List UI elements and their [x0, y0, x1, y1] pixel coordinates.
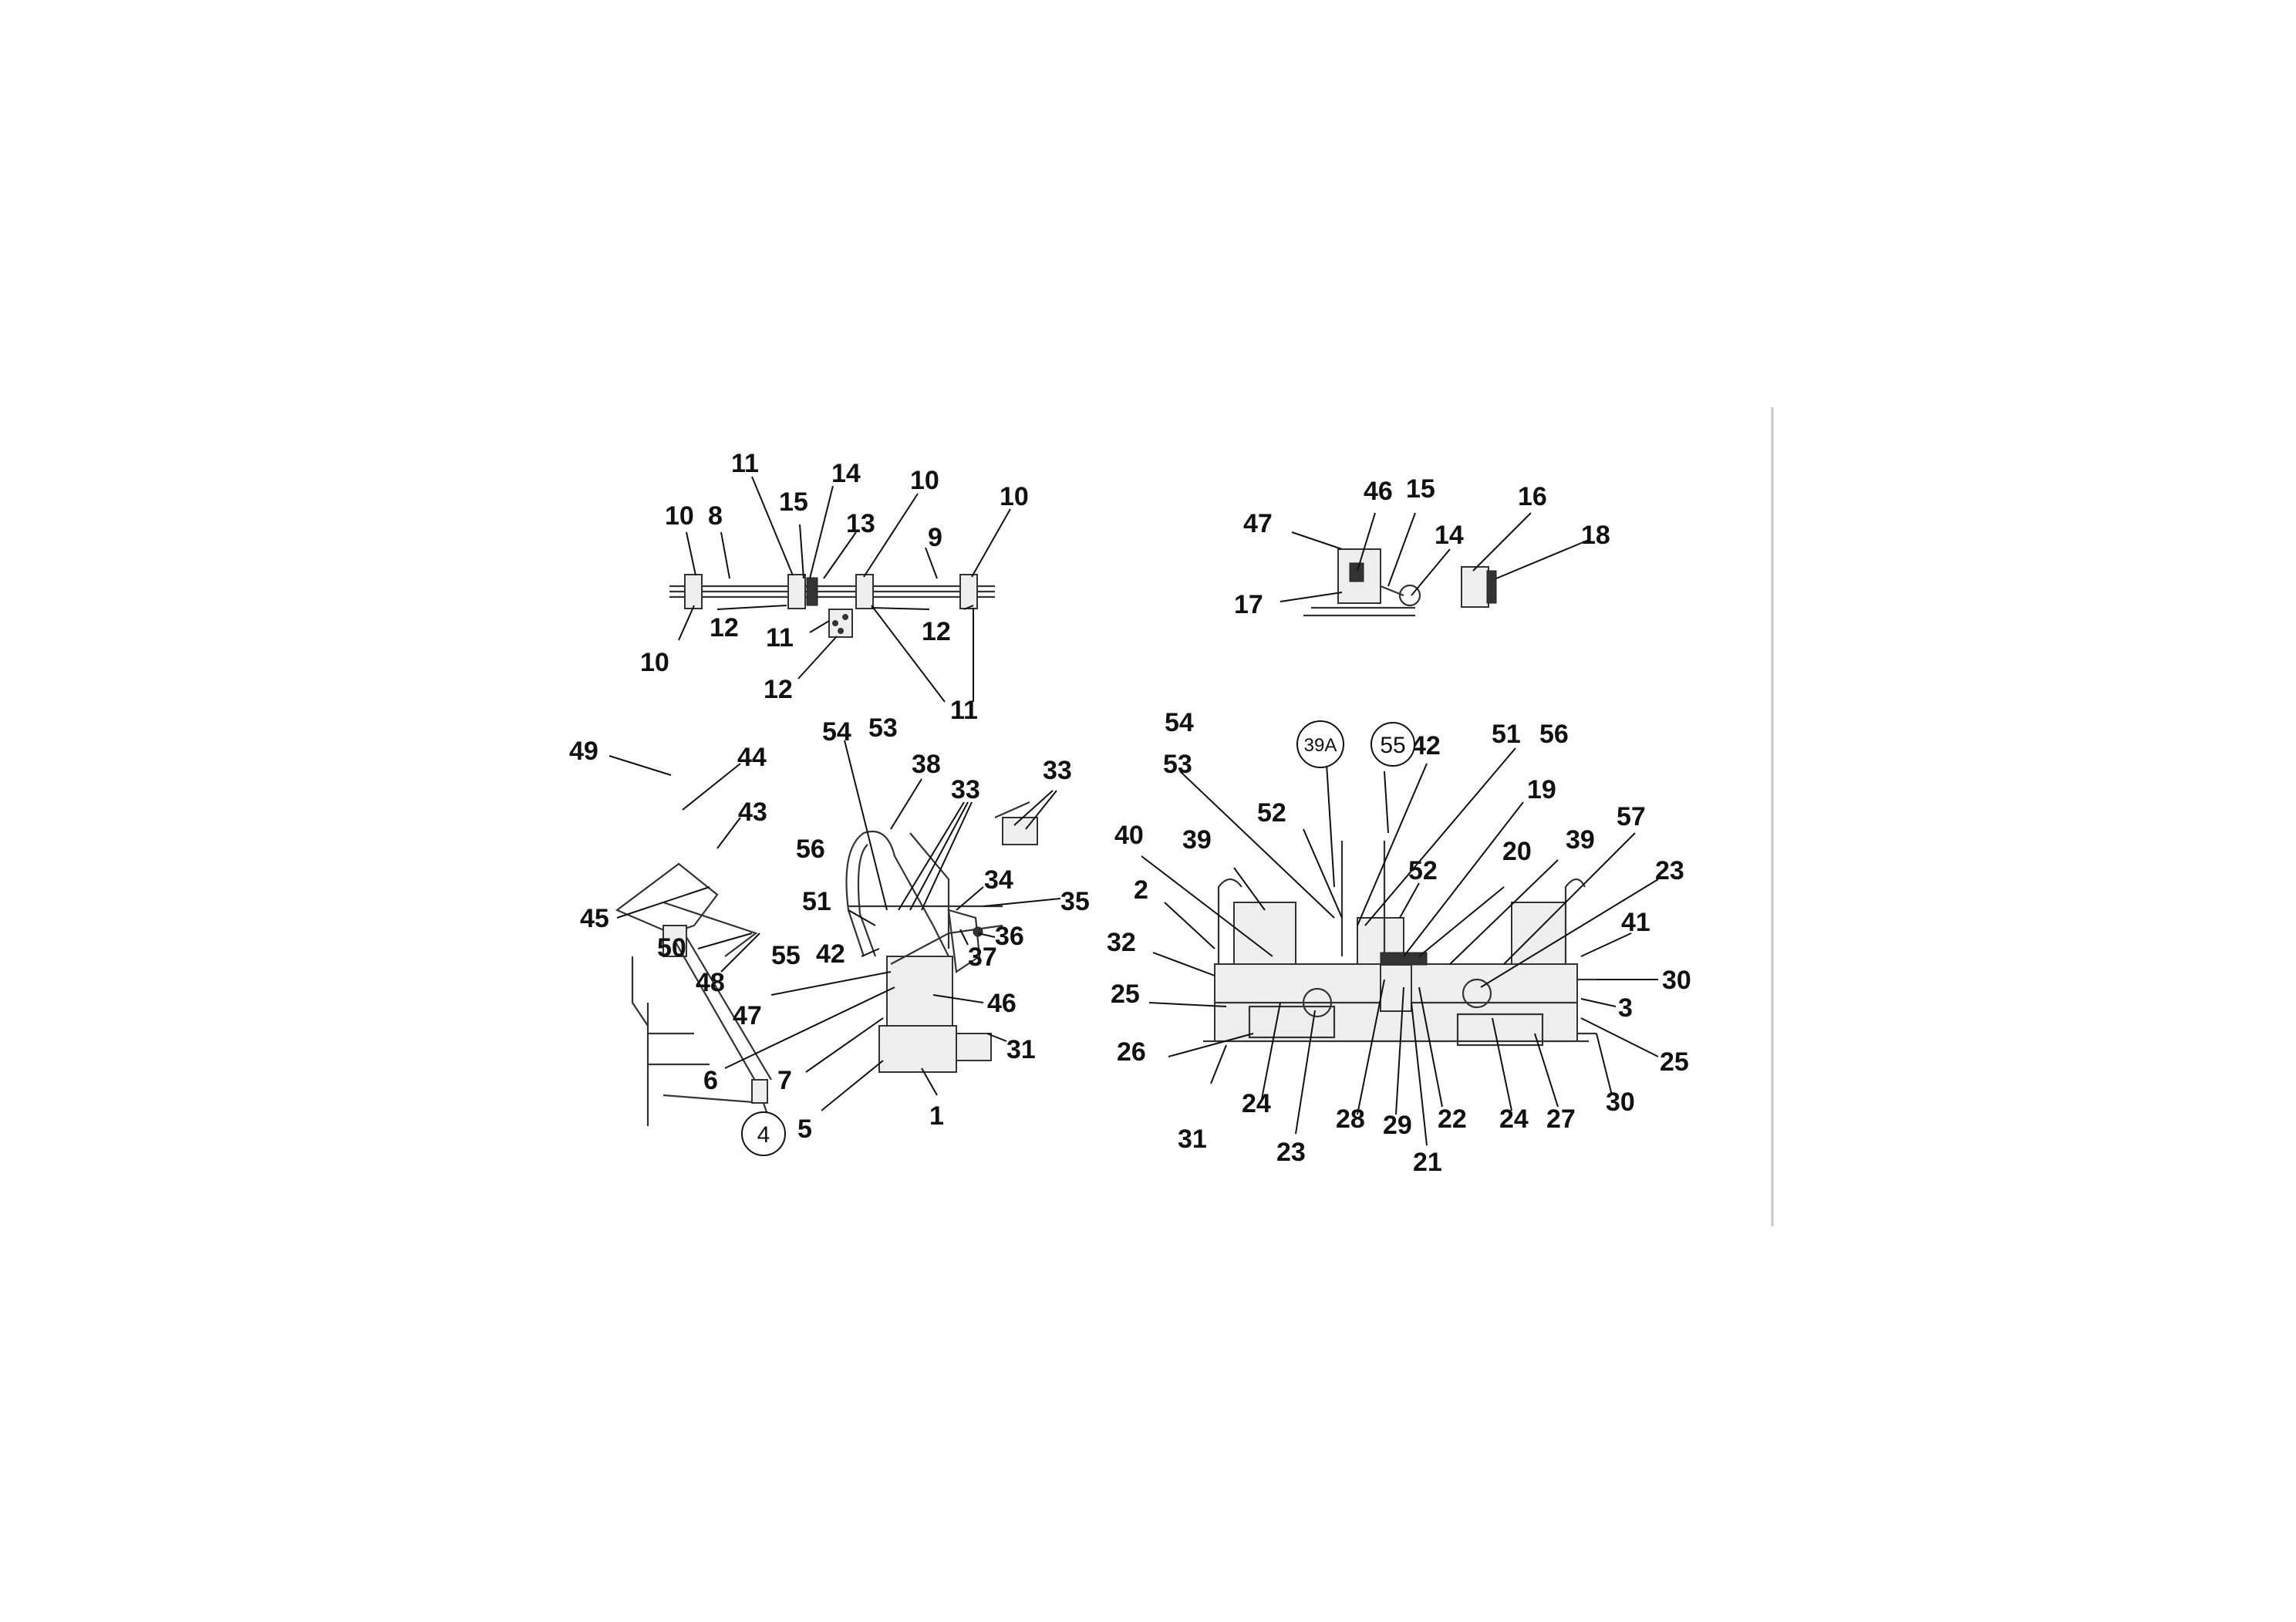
callout: 37 — [968, 943, 997, 972]
callout: 17 — [1234, 590, 1263, 619]
callout: 33 — [1043, 756, 1072, 785]
callout: 32 — [1107, 928, 1136, 957]
callout: 3 — [1618, 993, 1633, 1023]
callout: 21 — [1413, 1148, 1442, 1177]
callout: 56 — [1539, 720, 1569, 749]
callout: 31 — [1006, 1035, 1036, 1064]
callout-labels: 10 8 11 15 14 13 10 9 10 12 11 12 12 11 … — [569, 449, 1691, 1177]
callout: 38 — [912, 750, 941, 779]
callout: 52 — [1257, 798, 1286, 828]
circled-callout-55: 55 — [1380, 733, 1405, 758]
center-frame-assembly — [845, 801, 1038, 1073]
callout: 34 — [984, 865, 1013, 895]
callout: 13 — [846, 509, 875, 538]
callout: 5 — [797, 1114, 812, 1144]
callout: 14 — [831, 459, 861, 488]
callout: 53 — [868, 713, 898, 743]
callout: 24 — [1499, 1104, 1529, 1134]
callout: 43 — [738, 798, 767, 827]
callout: 15 — [1406, 474, 1435, 504]
callout: 33 — [951, 775, 980, 804]
callout: 39 — [1182, 825, 1212, 855]
callout: 7 — [777, 1066, 792, 1095]
drive-subassembly — [1303, 548, 1497, 617]
callout: 12 — [764, 675, 793, 704]
callout: 46 — [1364, 477, 1393, 506]
callout: 47 — [733, 1001, 762, 1030]
callout: 23 — [1276, 1138, 1306, 1167]
callout: 56 — [796, 835, 825, 864]
callout: 49 — [569, 737, 598, 766]
callout: 25 — [1111, 980, 1140, 1009]
circled-callouts: 4 39A 55 — [741, 720, 1415, 1156]
callout: 39 — [1566, 825, 1595, 855]
callout: 51 — [802, 887, 831, 916]
callout: 10 — [1000, 482, 1029, 511]
callout: 8 — [708, 501, 723, 531]
callout: 53 — [1163, 750, 1192, 779]
callout: 35 — [1060, 887, 1090, 916]
callout: 11 — [731, 449, 759, 478]
leader-lines — [609, 476, 1659, 1146]
callout: 30 — [1606, 1088, 1635, 1117]
callout: 47 — [1243, 509, 1273, 538]
callout: 6 — [703, 1066, 718, 1095]
callout: 41 — [1621, 908, 1650, 937]
callout: 36 — [995, 922, 1024, 951]
callout: 54 — [822, 717, 851, 747]
circled-callout-4: 4 — [757, 1122, 770, 1148]
callout: 31 — [1178, 1125, 1207, 1154]
callout: 18 — [1581, 521, 1610, 550]
callout: 9 — [928, 523, 942, 552]
callout: 15 — [779, 487, 808, 517]
callout: 28 — [1336, 1104, 1365, 1134]
callout: 30 — [1662, 966, 1691, 995]
callout: 10 — [640, 648, 669, 677]
callout: 20 — [1502, 837, 1532, 866]
circled-callout-39a: 39A — [1304, 735, 1337, 756]
callout: 50 — [657, 933, 686, 963]
axle-assembly — [669, 574, 995, 638]
callout: 46 — [987, 989, 1017, 1018]
callout: 24 — [1242, 1089, 1271, 1118]
callout: 57 — [1617, 802, 1646, 831]
callout: 48 — [696, 968, 725, 997]
callout: 10 — [910, 466, 939, 495]
callout: 12 — [710, 613, 739, 642]
callout: 54 — [1165, 708, 1194, 737]
callout: 11 — [766, 623, 794, 653]
callout: 2 — [1134, 875, 1148, 905]
callout: 51 — [1492, 720, 1521, 749]
callout: 25 — [1660, 1047, 1689, 1077]
callout: 14 — [1435, 521, 1464, 550]
callout: 22 — [1438, 1104, 1467, 1134]
callout: 29 — [1383, 1111, 1412, 1140]
callout: 40 — [1114, 821, 1144, 850]
callout: 45 — [580, 904, 609, 933]
callout: 23 — [1655, 856, 1684, 885]
callout: 55 — [771, 941, 801, 970]
callout: 11 — [950, 696, 978, 725]
callout: 42 — [1411, 731, 1441, 760]
callout: 42 — [816, 939, 845, 969]
callout: 10 — [665, 501, 694, 531]
callout: 26 — [1117, 1037, 1146, 1067]
callout: 1 — [929, 1101, 944, 1131]
callout: 16 — [1518, 482, 1547, 511]
callout: 27 — [1546, 1104, 1576, 1134]
callout: 44 — [737, 743, 767, 772]
callout: 12 — [922, 617, 951, 646]
callout: 19 — [1527, 775, 1556, 804]
callout: 52 — [1408, 856, 1438, 885]
